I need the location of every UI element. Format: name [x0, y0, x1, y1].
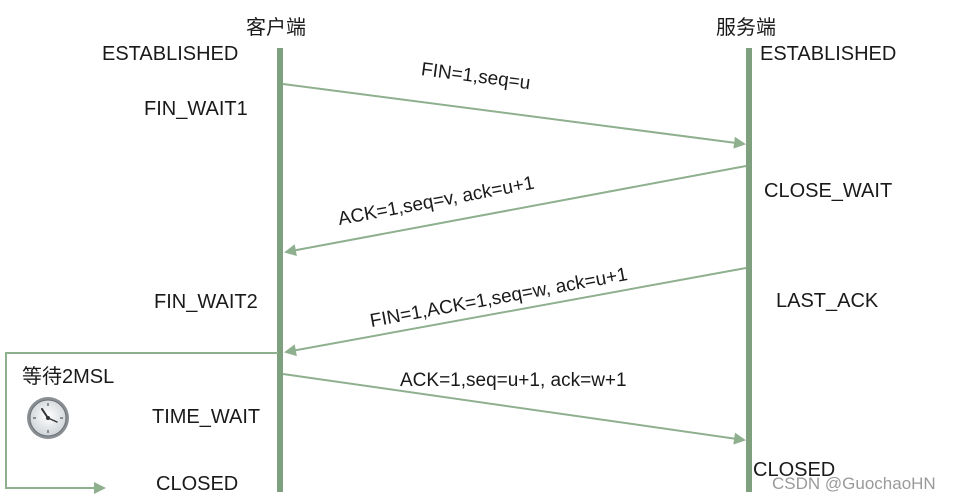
arrow-fin-ack-server-to-client: [284, 267, 747, 357]
clock-icon: [27, 397, 69, 439]
arrow-final-ack-client-to-server: [282, 373, 746, 445]
client-state-fin-wait1: FIN_WAIT1: [144, 98, 248, 120]
arrow-ack-server-to-client: [284, 165, 747, 257]
watermark: CSDN @GuochaoHN: [772, 474, 936, 493]
wait-2msl-bracket: [5, 352, 278, 494]
wait-2msl-label: 等待2MSL: [22, 366, 115, 388]
client-header: 客户端: [246, 17, 306, 39]
client-state-closed: CLOSED: [156, 473, 239, 495]
server-header: 服务端: [716, 17, 776, 39]
client-state-fin-wait2: FIN_WAIT2: [154, 291, 258, 313]
server-state-close-wait: CLOSE_WAIT: [764, 180, 893, 202]
server-state-closed: CLOSED: [753, 459, 836, 481]
server-state-established: ESTABLISHED: [760, 43, 897, 65]
client-state-time-wait: TIME_WAIT: [152, 406, 261, 428]
message-final-ack: ACK=1,seq=u+1, ack=w+1: [400, 370, 627, 391]
client-state-established: ESTABLISHED: [102, 43, 239, 65]
arrow-fin-client-to-server: [282, 83, 746, 149]
server-state-last-ack: LAST_ACK: [776, 290, 879, 312]
